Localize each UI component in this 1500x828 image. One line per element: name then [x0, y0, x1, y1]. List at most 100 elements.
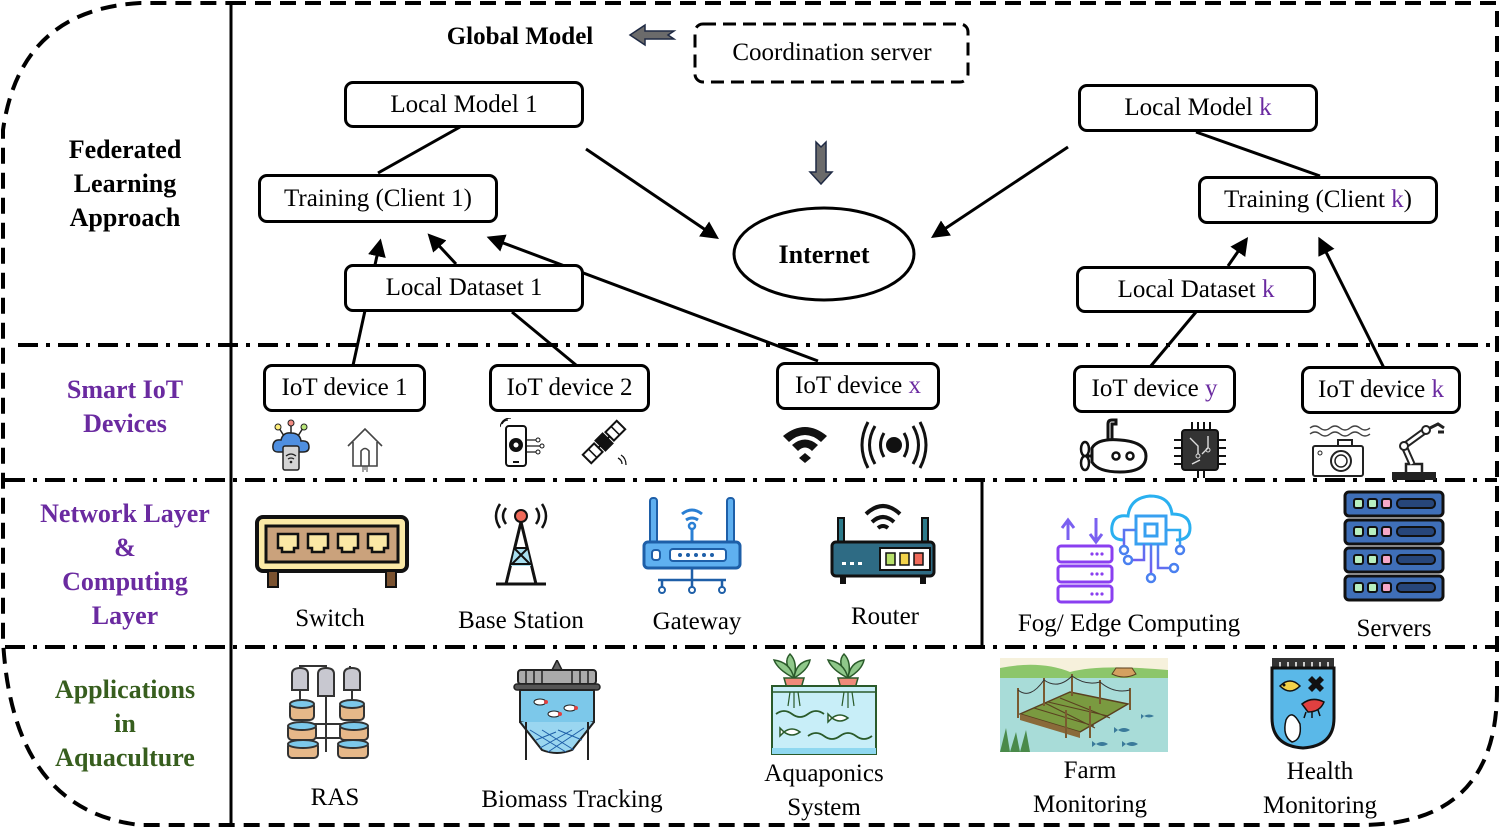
- iot-device-index: x: [908, 372, 921, 399]
- internet-label: Internet: [778, 240, 870, 269]
- client-index-k: k: [1391, 186, 1404, 213]
- iot-device-index: 1: [394, 374, 408, 401]
- local-dataset-k-box: Local Dataset k: [1076, 266, 1316, 313]
- arrow-datasetk-trainingk: [1226, 237, 1249, 267]
- connector-iotyk-datasetk: [1148, 311, 1198, 368]
- iot-device-label: IoT device: [795, 372, 909, 399]
- application-label-line: Aquaponics: [764, 760, 884, 787]
- layer-label-iot: Smart IoT Devices: [10, 373, 240, 441]
- coordination-server-frame: [693, 22, 970, 84]
- iot-device-label: IoT device: [281, 374, 395, 401]
- application-label-line: RAS: [310, 784, 360, 811]
- training-client-k-label: Training (Client: [1224, 186, 1392, 213]
- gateway-icon: [642, 497, 742, 594]
- local-dataset-1-label: Local Dataset 1: [385, 274, 543, 301]
- training-client-1-label: Training (Client 1): [284, 184, 472, 212]
- layer-label-line: Computing: [62, 567, 188, 596]
- router-icon: [830, 504, 936, 584]
- application-ras-label: RAS: [280, 781, 390, 815]
- chip-icon: [1174, 422, 1226, 478]
- network-item-base-station-label: Base Station: [458, 607, 584, 634]
- layer-label-line: in: [114, 709, 136, 738]
- iot-device-1-box: IoT device 1: [263, 364, 426, 412]
- layer-label-line: Smart IoT: [66, 375, 184, 404]
- connector-modelk-trainingk: [1195, 130, 1321, 178]
- iot-device-index: 2: [619, 374, 633, 401]
- application-label-line: Monitoring: [1263, 792, 1377, 819]
- application-label-line: Biomass Tracking: [481, 786, 663, 813]
- base-station-icon: [494, 503, 548, 586]
- client-index-k: k: [1261, 275, 1275, 303]
- computing-fog-edge-label: Fog/ Edge Computing: [1017, 610, 1241, 637]
- application-farm-monitoring-label: Farm Monitoring: [1010, 754, 1170, 822]
- training-client-1-box: Training (Client 1): [258, 174, 498, 223]
- broadcast-icon: [860, 421, 928, 469]
- submarine-icon: [1079, 418, 1148, 474]
- wifi-icon: [783, 427, 827, 463]
- iot-device-2-box: IoT device 2: [489, 364, 650, 412]
- layer-label-federated: Federated Learning Approach: [10, 133, 240, 235]
- layer-label-line: Approach: [69, 203, 181, 232]
- servers-icon: [1343, 490, 1445, 602]
- local-model-1-label: Local Model 1: [390, 90, 538, 118]
- local-model-k-box: Local Model k: [1078, 84, 1318, 132]
- health-monitoring-icon: [1270, 658, 1336, 750]
- smart-home-icon: [347, 427, 383, 472]
- coordination-server-label: Coordination server: [732, 39, 932, 66]
- fog-edge-icon: [1056, 494, 1192, 604]
- local-model-1-box: Local Model 1: [344, 81, 584, 128]
- local-dataset-1-box: Local Dataset 1: [344, 264, 584, 312]
- global-model-label: Global Model: [446, 23, 594, 50]
- biomass-cage-icon: [513, 660, 601, 760]
- layer-label-line: Applications: [54, 675, 196, 704]
- layer-label-line: Learning: [73, 169, 177, 198]
- iot-device-x-box: IoT device x: [776, 362, 940, 410]
- farm-monitoring-icon: [1000, 658, 1168, 752]
- local-model-k-label: Local Model: [1124, 94, 1260, 121]
- iot-device-index: y: [1204, 375, 1218, 402]
- layer-label-line: Federated: [68, 135, 182, 164]
- iot-device-y-box: IoT device y: [1073, 365, 1236, 413]
- client-index-k: k: [1259, 94, 1272, 121]
- layer-label-line: Layer: [91, 601, 159, 630]
- training-client-k-box: Training (Client k): [1198, 176, 1438, 224]
- connector-iot2-dataset1: [511, 310, 577, 367]
- local-dataset-k-label: Local Dataset: [1117, 275, 1262, 303]
- application-biomass-label: Biomass Tracking: [462, 783, 682, 817]
- application-label-line: System: [787, 794, 861, 821]
- block-arrow-to-internet: [808, 140, 834, 186]
- internet-ellipse: [732, 206, 916, 302]
- application-health-monitoring-label: Health Monitoring: [1240, 755, 1400, 823]
- layer-label-line: Devices: [83, 409, 167, 438]
- computing-servers-label: Servers: [1356, 615, 1432, 642]
- application-label-line: Monitoring: [1033, 791, 1147, 818]
- underwater-camera-icon: [1309, 425, 1371, 477]
- layer-label-network: Network Layer & Computing Layer: [10, 497, 240, 633]
- application-label-line: Health: [1286, 758, 1354, 785]
- layer-label-applications: Applications in Aquaculture: [10, 673, 240, 775]
- block-arrow-to-global-model: [628, 23, 677, 47]
- iot-device-label: IoT device: [1091, 375, 1205, 402]
- smartphone-gear-icon: [500, 418, 545, 467]
- iot-device-k-box: IoT device k: [1301, 366, 1461, 414]
- arrow-iotk-trainingk: [1318, 236, 1386, 369]
- satellite-icon: [581, 419, 627, 466]
- training-suffix: ): [1403, 186, 1412, 213]
- network-item-gateway-label: Gateway: [652, 608, 742, 635]
- iot-device-index: k: [1431, 376, 1444, 403]
- layer-label-line: Aquaculture: [55, 743, 195, 772]
- aquaponics-icon: [771, 652, 877, 755]
- application-label-line: Farm: [1063, 757, 1117, 784]
- connector-model1-training1: [377, 125, 461, 175]
- iot-device-label: IoT device: [1318, 376, 1432, 403]
- layer-label-line: &: [114, 533, 136, 562]
- network-item-switch-label: Switch: [295, 605, 365, 632]
- switch-icon: [255, 515, 409, 588]
- arrow-iotx-training1: [486, 234, 819, 363]
- application-aquaponics-label: Aquaponics System: [744, 757, 904, 825]
- network-item-router-label: Router: [850, 603, 920, 630]
- layer-label-line: Network Layer: [40, 499, 210, 528]
